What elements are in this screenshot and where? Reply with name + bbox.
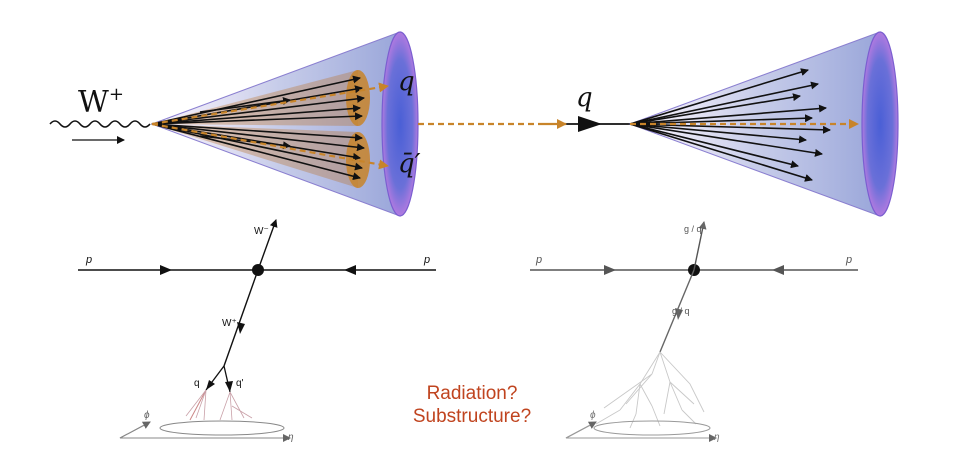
quark-direction-arrow — [578, 116, 602, 132]
beam-right-label: p — [845, 254, 852, 266]
beam-left-label: p — [535, 254, 542, 266]
beam-left-label: p — [85, 254, 92, 266]
eta-label: η — [288, 432, 294, 443]
subjet-1-label: q — [398, 67, 415, 97]
w-boson-jet: W+ q q̄′ — [49, 31, 421, 217]
w-boson-label: W+ — [78, 84, 124, 120]
daughter-q-prime-label: q' — [236, 378, 244, 389]
track — [151, 75, 361, 125]
parton-propagator-arrow — [675, 308, 683, 320]
track — [151, 94, 365, 125]
feynman-diagram-w: p p W⁻ W⁺ q q' ϕ η — [78, 219, 436, 443]
subjet-2-label: q̄′ — [398, 149, 421, 179]
track — [199, 96, 291, 113]
phi-label: ϕ — [144, 410, 150, 421]
track — [629, 123, 807, 144]
hadron-spray-w — [185, 389, 253, 421]
beam-right-arrow — [772, 265, 784, 275]
track — [151, 123, 361, 181]
jet-cone-cap — [381, 31, 419, 217]
daughter-q-prime-arrow — [225, 381, 233, 392]
outgoing-w-label: W⁻ — [254, 226, 269, 237]
track — [629, 93, 801, 125]
jet-cone-cap — [861, 31, 899, 217]
beam-right-arrow — [344, 265, 356, 275]
track — [151, 104, 361, 125]
beam-left-arrow — [160, 265, 172, 275]
w-propagator-arrow — [237, 322, 245, 334]
w-boson-propagator — [49, 120, 151, 128]
quark-label: q — [576, 83, 593, 113]
track — [629, 123, 799, 169]
w-propagator-line — [223, 269, 259, 367]
parton-shower — [595, 351, 705, 429]
subjet-2-cone — [152, 124, 358, 188]
quark-jet-tracks — [629, 68, 831, 182]
radiation-question: Radiation? — [426, 383, 518, 404]
phi-label: ϕ — [590, 410, 596, 421]
track — [629, 104, 827, 125]
outgoing-parton-line — [693, 221, 707, 271]
substructure-question: Substructure? — [412, 406, 532, 427]
beam-left-arrow — [604, 265, 616, 275]
track — [629, 123, 823, 157]
track — [629, 68, 809, 125]
parton-propagator-label: g / q — [672, 306, 690, 316]
track — [629, 81, 819, 125]
quark-jet: q — [540, 31, 899, 217]
daughter-q-label: q — [194, 378, 200, 389]
beam-right-label: p — [423, 254, 430, 266]
track — [629, 123, 813, 182]
daughter-q-track — [189, 389, 207, 421]
track — [151, 123, 363, 142]
eta-label: η — [714, 432, 720, 443]
track — [151, 123, 365, 152]
daughter-q-arrow — [206, 380, 215, 390]
feynman-diagram-qcd: p p g / q g / q ϕ η — [530, 221, 858, 443]
outgoing-w-line — [257, 219, 278, 271]
detector-plane — [565, 420, 717, 442]
detector-plane — [119, 420, 291, 442]
track — [151, 112, 363, 125]
w-propagator-label: W⁺ — [222, 318, 237, 329]
outgoing-parton-label: g / q — [684, 224, 702, 234]
